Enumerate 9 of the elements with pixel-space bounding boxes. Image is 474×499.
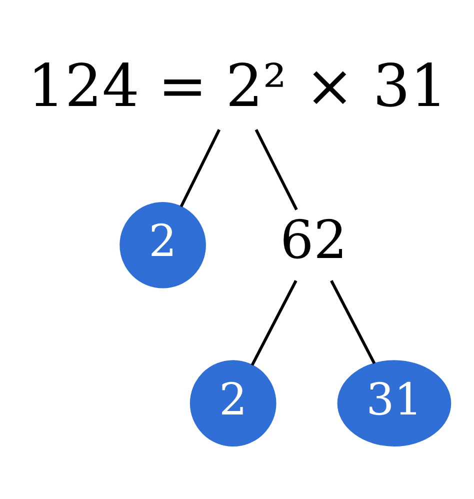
connector xyxy=(179,129,220,208)
node-circle: 2 xyxy=(119,202,206,288)
node-text: 62 xyxy=(280,210,347,272)
connector xyxy=(254,129,298,210)
node-text: 124 = 2² × 31 xyxy=(27,52,447,120)
connector xyxy=(250,280,297,366)
node-circle: 2 xyxy=(189,360,276,446)
connector xyxy=(330,280,376,364)
node-ellipse: 31 xyxy=(336,360,451,446)
